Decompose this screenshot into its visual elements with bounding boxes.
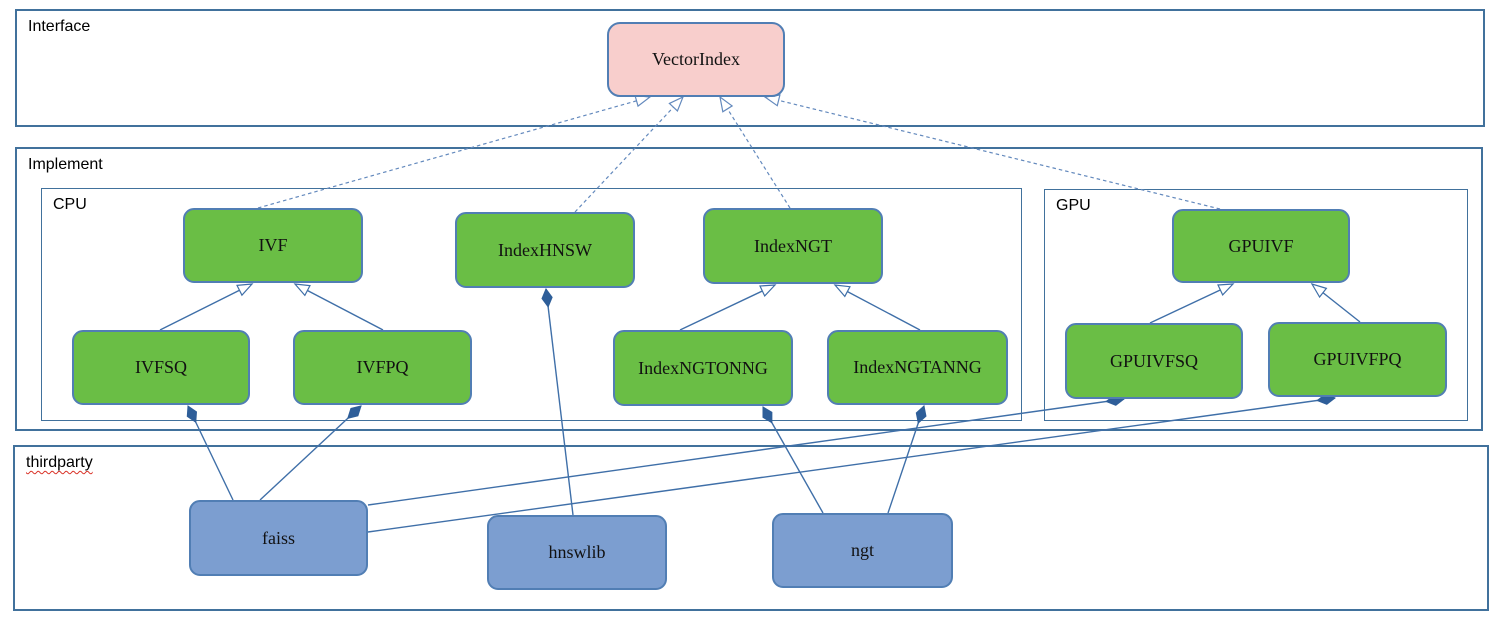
node-faiss[interactable]: faiss [189,500,368,576]
thirdparty-frame-label: thirdparty [26,454,93,471]
node-faiss-label: faiss [262,527,295,548]
node-hnswlib[interactable]: hnswlib [487,515,667,590]
interface-frame-label: Interface [28,18,91,35]
implement-frame-label: Implement [28,156,103,173]
node-indexngtonng-label: IndexNGTONNG [638,357,768,378]
node-gpuivfpq-label: GPUIVFPQ [1313,349,1402,369]
node-indexngtanng[interactable]: IndexNGTANNG [827,330,1008,405]
node-gpuivfsq-label: GPUIVFSQ [1109,350,1199,371]
node-vectorindex[interactable]: VectorIndex [607,22,785,97]
node-indexhnsw[interactable]: IndexHNSW [455,212,635,288]
node-ivf[interactable]: IVF [183,208,363,283]
node-indexngtonng[interactable]: IndexNGTONNG [613,330,793,406]
node-gpuivf[interactable]: GPUIVF [1172,209,1350,283]
node-ngt[interactable]: ngt [772,513,953,588]
gpu-frame-label: GPU [1056,197,1091,214]
node-gpuivfpq[interactable]: GPUIVFPQ [1268,322,1447,397]
node-ivf-label: IVF [258,235,288,255]
node-indexngtanng-label: IndexNGTANNG [853,357,982,377]
node-ivfsq[interactable]: IVFSQ [72,330,250,405]
node-vectorindex-label: VectorIndex [652,49,740,69]
node-indexhnsw-label: IndexHNSW [498,239,592,260]
node-ivfpq-label: IVFPQ [356,357,409,377]
node-ivfpq[interactable]: IVFPQ [293,330,472,405]
node-gpuivf-label: GPUIVF [1228,235,1294,256]
node-ivfsq-label: IVFSQ [134,357,187,377]
node-ngt-label: ngt [850,540,874,560]
node-gpuivfsq[interactable]: GPUIVFSQ [1065,323,1243,399]
cpu-frame-label: CPU [53,196,87,213]
node-hnswlib-label: hnswlib [548,542,606,562]
node-indexngt-label: IndexNGT [754,235,832,256]
node-indexngt[interactable]: IndexNGT [703,208,883,284]
